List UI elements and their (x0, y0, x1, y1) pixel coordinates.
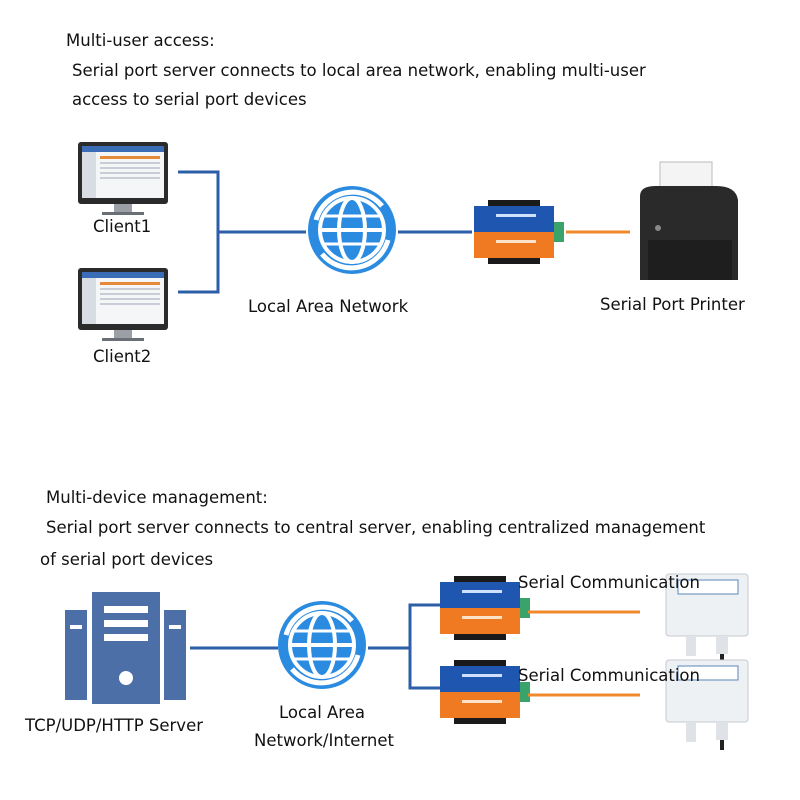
serial-comm-label-2: Serial Communication (518, 666, 700, 685)
server-label: TCP/UDP/HTTP Server (25, 716, 204, 735)
section1-heading: Multi-user access: (66, 31, 215, 50)
network-lines-2 (190, 603, 442, 690)
serial-server-device-icon (474, 200, 564, 264)
serial-server-device-1-icon (440, 576, 530, 640)
lan-label: Local Area Network (248, 297, 409, 316)
network-lines-1 (178, 170, 472, 294)
section1-desc-line1: Serial port server connects to local are… (72, 61, 646, 80)
serial-server-device-2-icon (440, 660, 530, 724)
lan-globe-icon (308, 186, 396, 274)
serial-comm-label-1: Serial Communication (518, 573, 700, 592)
network-label-line2: Network/Internet (254, 731, 394, 750)
section2-desc-line2: of serial port devices (40, 550, 214, 569)
section2-desc-line1: Serial port server connects to central s… (46, 518, 706, 537)
printer-icon (640, 161, 738, 280)
section1-desc-line2: access to serial port devices (72, 90, 307, 109)
printer-label: Serial Port Printer (600, 295, 745, 314)
network-label-line1: Local Area (279, 703, 365, 722)
internet-globe-icon (278, 601, 366, 689)
server-icon (65, 592, 186, 704)
client2-label: Client2 (93, 347, 152, 366)
client2-monitor-icon (78, 268, 168, 341)
client1-monitor-icon (78, 142, 168, 215)
client1-label: Client1 (93, 217, 152, 236)
section2-heading: Multi-device management: (46, 488, 268, 507)
